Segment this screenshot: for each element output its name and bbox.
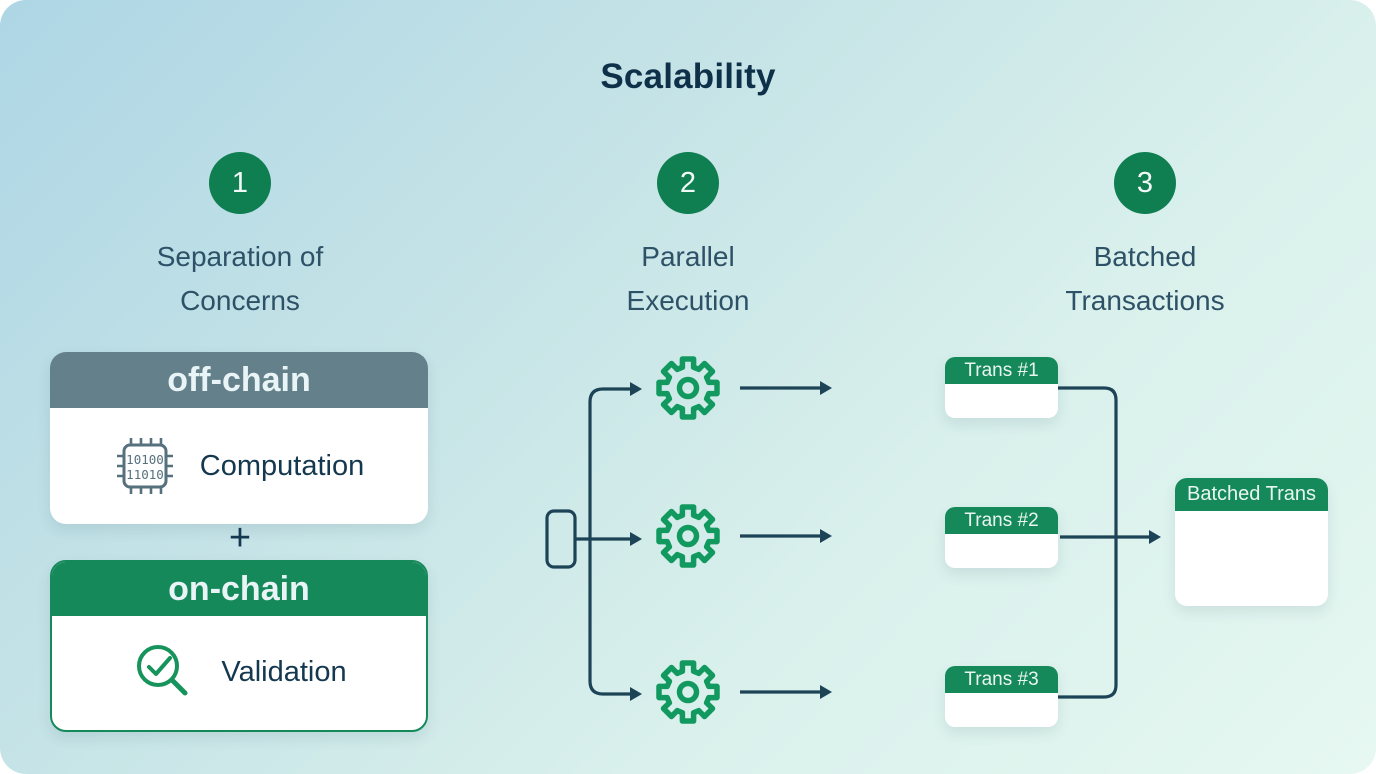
transaction-card-2-header: Trans #2 (945, 507, 1058, 534)
arrowhead-icon (630, 382, 642, 396)
gear-hole (676, 680, 700, 704)
chip-binary-line-1: 10100 (126, 452, 164, 467)
parallel-execution-flow (545, 356, 832, 724)
off-chain-body: 10100 11010 Computation (50, 408, 428, 524)
transaction-card-2: Trans #2 (945, 507, 1058, 568)
transaction-card-1-header: Trans #1 (945, 357, 1058, 384)
off-chain-item-label: Computation (199, 449, 365, 482)
batched-transactions-card: Batched Trans (1175, 478, 1328, 606)
gear-icon (656, 504, 720, 568)
step-1-badge: 1 (209, 152, 271, 214)
step-3-number: 3 (1136, 166, 1154, 199)
transaction-card-1: Trans #1 (945, 357, 1058, 418)
on-chain-card: on-chain Validation (50, 560, 428, 732)
fan-out-connector (588, 387, 632, 696)
transaction-card-3: Trans #3 (945, 666, 1058, 727)
step-1-label: Separation of Concerns (156, 241, 324, 316)
arrowhead-icon (630, 687, 642, 701)
gear-icon (656, 660, 720, 724)
step-2-label: Parallel Execution (626, 241, 750, 316)
input-queue-icon (545, 509, 577, 569)
merge-bracket-connector (1058, 386, 1118, 699)
gear-icon (656, 356, 720, 420)
arrowhead-icon (820, 685, 832, 699)
arrowhead-icon (820, 381, 832, 395)
arrowhead-icon (630, 532, 642, 546)
on-chain-body: Validation (52, 616, 426, 728)
page-title: Scalability (600, 57, 776, 96)
microchip-icon: 10100 11010 (116, 438, 173, 494)
on-chain-item-label: Validation (221, 655, 347, 688)
step-3-badge: 3 (1114, 152, 1176, 214)
step-3-label: Batched Transactions (1065, 241, 1225, 316)
arrowhead-icon (820, 529, 832, 543)
plus-sign: + (228, 517, 252, 559)
step-1-number: 1 (231, 166, 249, 199)
batched-card-header: Batched Trans (1175, 478, 1328, 511)
off-chain-card: off-chain 10100 11010 Computation (50, 352, 428, 524)
step-2-number: 2 (679, 166, 697, 199)
gear-hole (676, 524, 700, 548)
on-chain-header: on-chain (52, 562, 426, 616)
gear-hole (676, 376, 700, 400)
chip-binary-line-2: 11010 (126, 467, 164, 482)
validation-magnifier-icon (137, 645, 188, 696)
transaction-card-3-header: Trans #3 (945, 666, 1058, 693)
arrowhead-icon (1149, 530, 1161, 544)
off-chain-header: off-chain (50, 352, 428, 408)
batching-merge-flow (1058, 386, 1161, 699)
step-2-badge: 2 (657, 152, 719, 214)
